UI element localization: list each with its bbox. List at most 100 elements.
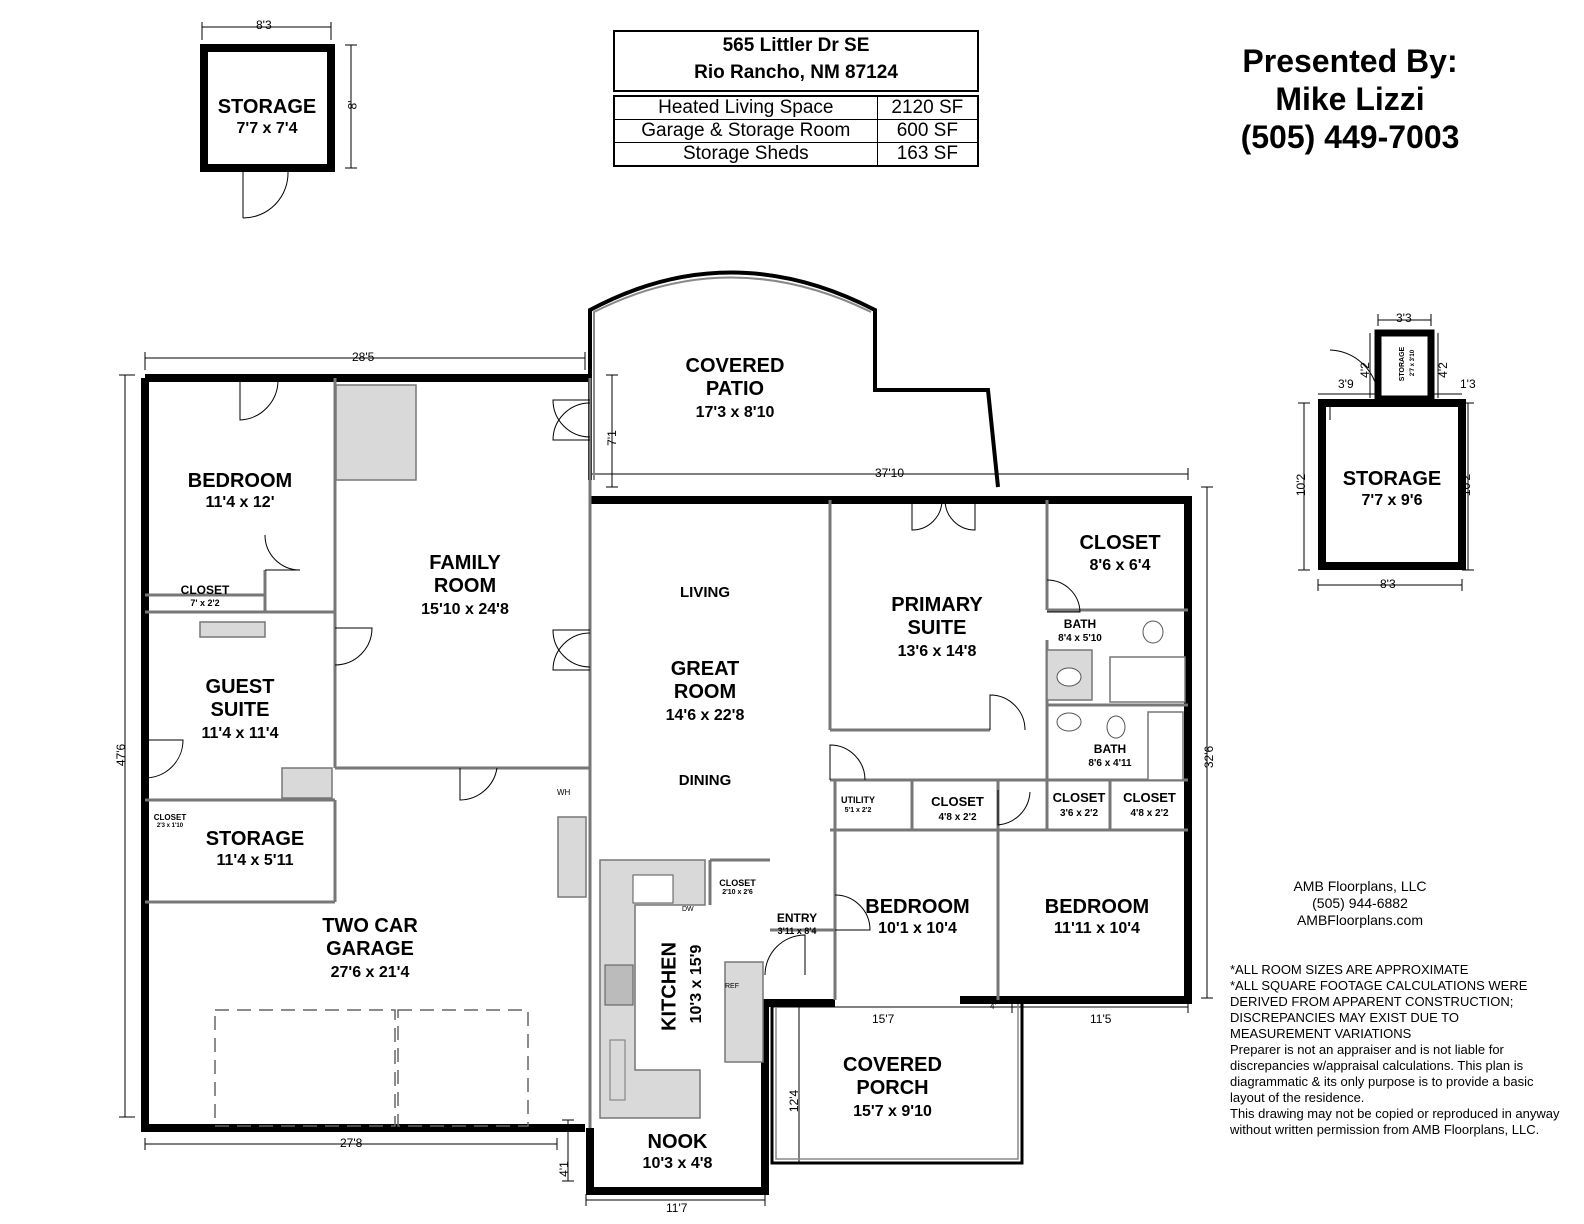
presented-by: Presented By: (1242, 43, 1458, 79)
room-name: FAMILY ROOM (390, 552, 540, 598)
room-name: GUEST SUITE (165, 676, 315, 722)
room-name-line: SUITE (907, 617, 967, 639)
room-size: 15'7 x 9'10 (853, 1103, 932, 1120)
room-name: ENTRY (776, 911, 818, 925)
room-name-line: COVERED (843, 1054, 942, 1076)
room-name-line: GREAT (670, 658, 740, 680)
presenter-phone: (505) 449-7003 (1240, 119, 1460, 155)
room-name-line: ROOM (673, 681, 737, 703)
room-name: BATH (1063, 617, 1097, 631)
room-name: LIVING (679, 584, 730, 601)
room-name: STORAGE (1398, 346, 1406, 382)
dimension-label: 47'6 (114, 743, 129, 767)
dimension-label: 10'2 (1459, 473, 1474, 497)
room-name: COVERED PORCH (815, 1054, 970, 1100)
room-size: 15'10 x 24'8 (421, 601, 509, 618)
kitchen-counters (199, 384, 1186, 1119)
room-name: CLOSET (1123, 790, 1176, 805)
room-size: 3'6 x 2'2 (1059, 808, 1099, 819)
room-size: 7'7 x 7'4 (236, 120, 298, 137)
address-line-2: Rio Rancho, NM 87124 (694, 62, 898, 83)
dimension-label: 8'3 (1380, 577, 1396, 591)
company-block: AMB Floorplans, LLC (505) 944-6882 AMBFl… (1280, 878, 1440, 929)
room-size: 7' x 2'2 (190, 598, 220, 608)
dimension-label: 8'3 (256, 18, 272, 32)
address-box: 565 Littler Dr SE Rio Rancho, NM 87124 (613, 30, 979, 92)
covered-porch-outline (770, 1003, 1024, 1165)
room-name: DINING (678, 772, 732, 789)
dimension-label: 4'1 (556, 1161, 571, 1177)
room-name: BEDROOM (865, 896, 970, 918)
dimension-label: 8' (345, 100, 360, 110)
room-name: COVERED PATIO (660, 355, 810, 401)
room-size: 10'1 x 10'4 (878, 920, 957, 937)
dimension-label: 15'7 (872, 1012, 895, 1026)
room-size: 4'8 x 2'2 (938, 812, 977, 823)
room-name-line: GARAGE (326, 938, 414, 960)
room-name: BEDROOM (187, 470, 293, 492)
company-website: AMBFloorplans.com (1296, 912, 1424, 928)
room-size: 8'6 x 6'4 (1089, 557, 1151, 574)
dimension-label: 4' (990, 1002, 996, 1011)
disclaimer-block: *ALL ROOM SIZES ARE APPROXIMATE *ALL SQU… (1230, 962, 1560, 1138)
area-label: Garage & Storage Room (613, 119, 878, 143)
presenter-block: Presented By: Mike Lizzi (505) 449-7003 (1225, 42, 1475, 156)
dimension-label: 4'2 (1435, 362, 1450, 378)
water-heater-label: WH (557, 788, 571, 797)
room-name-line: PATIO (705, 378, 765, 400)
room-size: 8'6 x 4'11 (1088, 758, 1132, 769)
door-swings (144, 378, 1081, 976)
room-name: CLOSET (1052, 790, 1106, 805)
room-name: CLOSET (1079, 532, 1161, 554)
storage-shed-left (200, 44, 335, 219)
room-size: 5'1 x 2'2 (844, 807, 872, 814)
room-name: CLOSET (153, 813, 187, 822)
room-name: UTILITY (841, 795, 875, 805)
room-name: NOOK (647, 1131, 708, 1153)
room-size: 10'3 x 15'9 (688, 944, 705, 1024)
room-size: 11'11 x 10'4 (1054, 920, 1140, 937)
room-size: 17'3 x 8'10 (695, 404, 775, 421)
address-line-1: 565 Littler Dr SE (722, 35, 870, 56)
room-name: CLOSET (180, 583, 230, 597)
area-row: Garage & Storage Room 600 SF (613, 119, 979, 143)
room-size: 4'8 x 2'2 (1130, 808, 1169, 819)
disclaimer-line: *ALL ROOM SIZES ARE APPROXIMATE (1230, 962, 1469, 977)
covered-patio-outline (588, 270, 1000, 488)
room-name-line: TWO CAR (322, 915, 418, 937)
room-size: 2'7 x 3'10 (1410, 349, 1416, 377)
area-row: Heated Living Space 2120 SF (613, 95, 979, 120)
storage-shed-right (1318, 329, 1466, 570)
room-name-line: PORCH (856, 1077, 929, 1099)
room-size: 8'4 x 5'10 (1058, 633, 1102, 644)
room-name: BEDROOM (1044, 896, 1150, 918)
room-name: CLOSET (719, 878, 756, 888)
dimension-label: 10'2 (1294, 473, 1309, 497)
dimension-label: 11'5 (1090, 1012, 1112, 1026)
room-name-line: PRIMARY (891, 594, 983, 616)
room-name: BATH (1093, 742, 1127, 756)
room-size: 7'7 x 9'6 (1361, 492, 1423, 509)
exterior-walls (141, 374, 1192, 1195)
room-size: 13'6 x 14'8 (897, 643, 977, 660)
dimension-label: 11'7 (666, 1201, 688, 1215)
dishwasher-label: DW (682, 906, 694, 913)
dimension-label: 1'3 (1460, 377, 1476, 391)
dimension-label: 32'6 (1202, 745, 1217, 769)
room-name: GREAT ROOM (630, 658, 780, 704)
area-value: 2120 SF (876, 95, 979, 120)
disclaimer-line: Preparer is not an appraiser and is not … (1230, 1042, 1534, 1105)
dimension-label: 28'5 (352, 350, 375, 364)
room-size: 11'4 x 12' (205, 494, 275, 511)
company-phone: (505) 944-6882 (1312, 895, 1408, 911)
dimension-label: 3'9 (1338, 377, 1354, 391)
room-name: STORAGE (205, 828, 305, 850)
dimension-label: 7'1 (604, 430, 619, 446)
dimension-label: 4'2 (1357, 362, 1372, 378)
room-name-line: SUITE (210, 699, 270, 721)
room-name-line: COVERED (685, 355, 785, 377)
refrigerator-label: REF (725, 983, 739, 990)
disclaimer-line: *ALL SQUARE FOOTAGE CALCULATIONS WERE DE… (1230, 978, 1528, 1041)
room-name: KITCHEN (658, 942, 681, 1031)
area-label: Heated Living Space (613, 95, 878, 120)
